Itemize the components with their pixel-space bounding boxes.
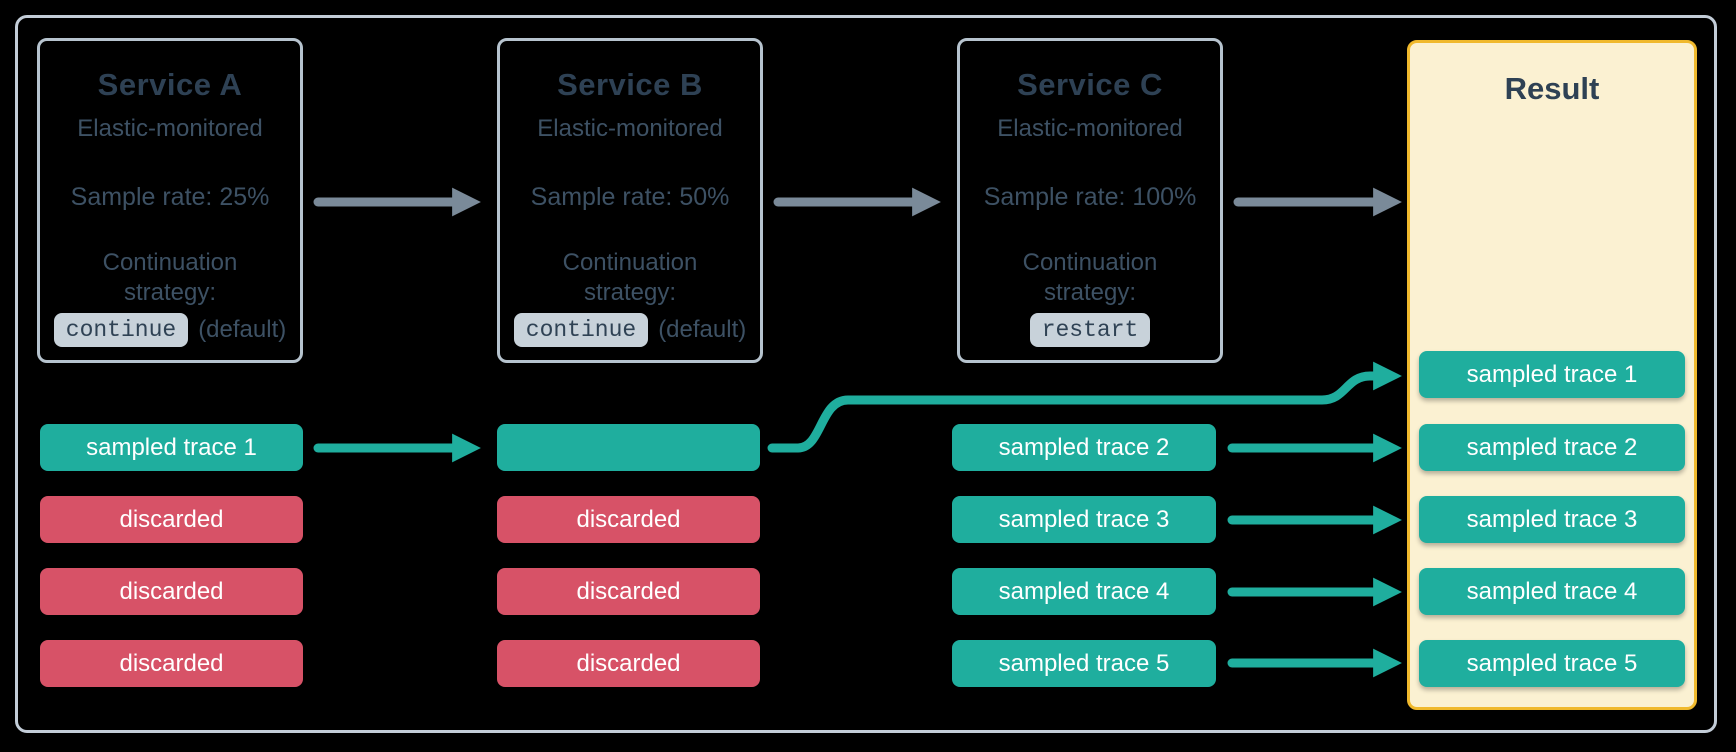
service-b-strategy-value: continue (default)	[513, 313, 747, 347]
result-sampled-trace-pill: sampled trace 2	[1419, 424, 1685, 471]
service-c-sampled-trace-pill: sampled trace 5	[952, 640, 1216, 687]
service-c-strategy-value: restart	[1029, 313, 1151, 347]
service-b-discarded-pill: discarded	[497, 640, 760, 687]
service-c-sampled-trace-pill: sampled trace 2	[952, 424, 1216, 471]
service-a-strategy-label: Continuation strategy:	[102, 249, 238, 306]
service-c-box: Service C Elastic-monitored Sample rate:…	[957, 38, 1223, 363]
result-sampled-trace-pill: sampled trace 3	[1419, 496, 1685, 543]
service-a-box: Service A Elastic-monitored Sample rate:…	[37, 38, 303, 363]
service-b-discarded-pill: discarded	[497, 568, 760, 615]
service-a-strategy-value: continue (default)	[53, 313, 287, 347]
service-b-sample-rate: Sample rate: 50%	[530, 183, 730, 211]
service-b-subtitle: Elastic-monitored	[537, 115, 723, 142]
service-b-strategy-label: Continuation strategy:	[562, 249, 698, 306]
service-c-sampled-trace-pill: sampled trace 3	[952, 496, 1216, 543]
result-title: Result	[1504, 71, 1600, 106]
service-a-title: Service A	[97, 67, 243, 102]
service-c-title: Service C	[1017, 67, 1163, 102]
service-b-box: Service B Elastic-monitored Sample rate:…	[497, 38, 763, 363]
service-a-subtitle: Elastic-monitored	[77, 115, 263, 142]
service-a-strategy-default-note: (default)	[198, 316, 287, 343]
service-c-strategy-code-chip: restart	[1029, 313, 1151, 347]
service-c-sample-rate: Sample rate: 100%	[983, 183, 1197, 211]
result-sampled-trace-pill: sampled trace 5	[1419, 640, 1685, 687]
service-a-strategy-code-chip: continue	[53, 313, 189, 347]
service-b-sampled-trace-pill	[497, 424, 760, 471]
service-a-discarded-pill: discarded	[40, 568, 303, 615]
diagram-frame	[15, 15, 1717, 733]
service-c-strategy-label: Continuation strategy:	[1022, 249, 1158, 306]
result-sampled-trace-pill: sampled trace 1	[1419, 351, 1685, 398]
service-a-sampled-trace-pill: sampled trace 1	[40, 424, 303, 471]
service-a-discarded-pill: discarded	[40, 496, 303, 543]
service-b-strategy-code-chip: continue	[513, 313, 649, 347]
service-b-title: Service B	[557, 67, 703, 102]
result-sampled-trace-pill: sampled trace 4	[1419, 568, 1685, 615]
service-b-strategy-default-note: (default)	[658, 316, 747, 343]
service-b-discarded-pill: discarded	[497, 496, 760, 543]
service-c-subtitle: Elastic-monitored	[997, 115, 1183, 142]
service-a-discarded-pill: discarded	[40, 640, 303, 687]
service-a-sample-rate: Sample rate: 25%	[70, 183, 270, 211]
service-c-sampled-trace-pill: sampled trace 4	[952, 568, 1216, 615]
